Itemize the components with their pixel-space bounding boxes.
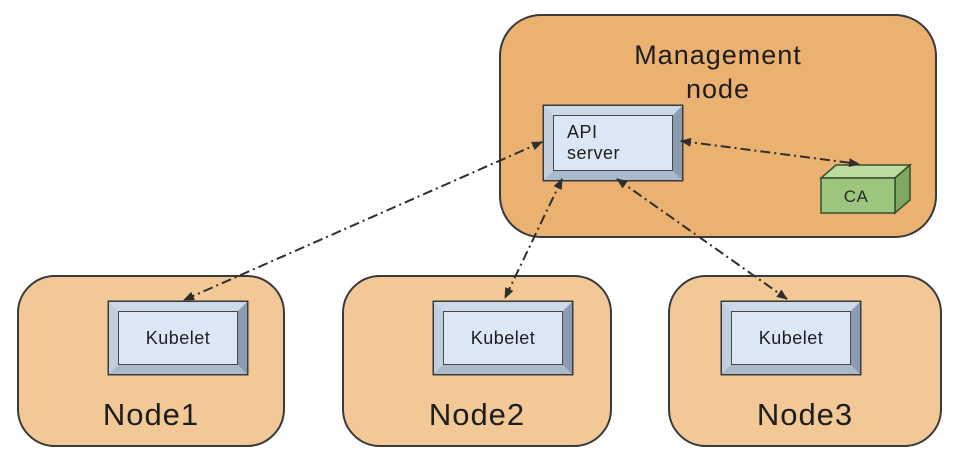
ca-label: CA (844, 187, 869, 206)
kubelet-box-node1: Kubelet (109, 302, 247, 374)
kubelet-label-node3: Kubelet (758, 327, 824, 348)
kubelet-box-node2: Kubelet (434, 302, 572, 374)
kubelet-label-node1: Kubelet (145, 327, 211, 348)
node-3: Kubelet Node3 (668, 275, 942, 447)
kubelet-label-node2: Kubelet (470, 327, 536, 348)
ca-box: CA (818, 163, 913, 215)
ca-front-face (820, 177, 896, 214)
kubelet-box-node3: Kubelet (722, 302, 860, 374)
node-2-label: Node2 (428, 397, 526, 432)
management-node: Management node API server CA (499, 14, 937, 238)
node-2: Kubelet Node2 (342, 275, 612, 447)
management-node-label: Management node (634, 40, 802, 104)
api-server-label: API server (567, 122, 621, 163)
node-3-label: Node3 (756, 397, 854, 432)
api-server-box: API server (544, 106, 682, 180)
node-1: Kubelet Node1 (17, 275, 285, 447)
node-1-label: Node1 (102, 397, 200, 432)
